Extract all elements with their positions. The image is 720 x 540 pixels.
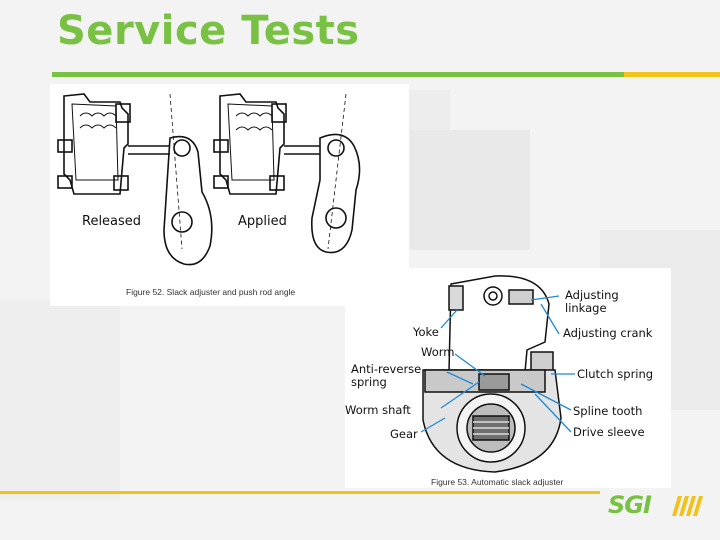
figure-automatic-slack-adjuster: Adjusting linkage Yoke Adjusting crank W… [345,268,671,488]
label-released: Released [82,214,142,229]
figure-53-caption: Figure 53. Automatic slack adjuster [431,477,564,487]
footer-rule-yellow [0,491,600,494]
title-underline-green [52,72,624,77]
slack-adjuster-drawing [57,93,361,266]
label-gear: Gear [390,427,418,441]
sgi-logo-text: SGI [608,491,652,519]
label-applied: Applied [238,214,287,229]
slide-title: Service Tests [57,8,360,54]
label-anti-reverse-spring: Anti-reverse spring [351,362,422,389]
label-adjusting-linkage: Adjusting linkage [565,288,619,315]
label-adjusting-crank: Adjusting crank [563,326,653,340]
label-worm-shaft: Worm shaft [345,403,411,417]
figure-52-caption: Figure 52. Slack adjuster and push rod a… [126,287,296,297]
label-drive-sleeve: Drive sleeve [573,425,645,439]
label-yoke: Yoke [413,325,439,339]
sgi-logo: SGI [608,491,708,519]
label-spline-tooth: Spline tooth [573,404,643,418]
automatic-slack-adjuster-drawing [420,275,575,473]
label-worm: Worm [421,345,455,359]
label-clutch-spring: Clutch spring [577,367,654,381]
title-underline-yellow [624,72,720,77]
logo-stripes-icon [672,496,703,516]
